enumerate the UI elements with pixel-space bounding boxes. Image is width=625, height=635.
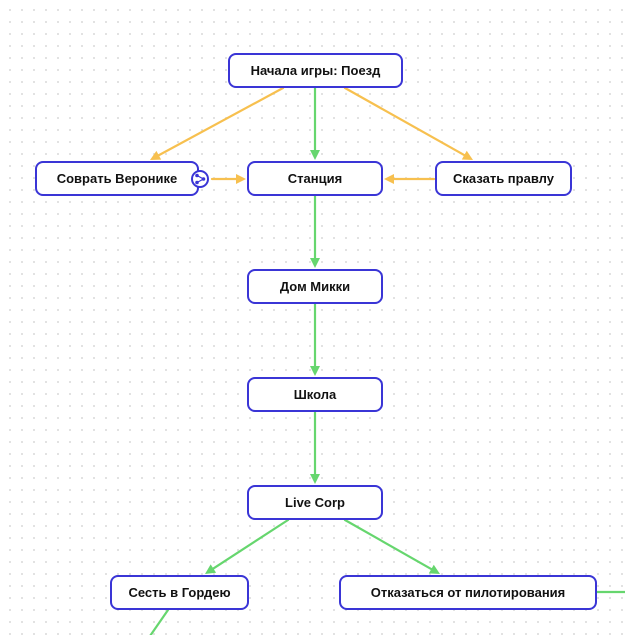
edge-school-to-livecorp[interactable] (310, 410, 320, 484)
edge-livecorp-to-refuse[interactable] (343, 518, 440, 574)
edge-line (154, 86, 285, 159)
node-gordeya[interactable]: Сесть в Гордею (110, 575, 249, 610)
node-label: Сказать правлу (453, 171, 554, 186)
edge-start-to-station[interactable] (310, 86, 320, 160)
edge-truth-to-station[interactable] (384, 174, 436, 184)
node-station[interactable]: Станция (247, 161, 383, 196)
branch-icon[interactable] (191, 169, 209, 188)
edge-arrowhead (310, 258, 320, 268)
edge-start-to-truth[interactable] (343, 86, 473, 160)
edge-arrowhead (310, 474, 320, 484)
edge-gordeya-to-offscreen[interactable] (149, 608, 170, 635)
node-label: Отказаться от пилотирования (370, 585, 566, 600)
edge-arrowhead (310, 150, 320, 160)
node-label: Соврать Веронике (56, 171, 178, 186)
edge-line (208, 518, 290, 572)
node-start[interactable]: Начала игры: Поезд (228, 53, 403, 88)
node-label: Начала игры: Поезд (250, 63, 381, 78)
node-refuse[interactable]: Отказаться от пилотирования (339, 575, 597, 610)
node-school[interactable]: Школа (247, 377, 383, 412)
node-truth[interactable]: Сказать правлу (435, 161, 572, 196)
node-label: Сесть в Гордею (128, 585, 231, 600)
edge-veronika-to-station[interactable] (210, 174, 246, 184)
node-mickey[interactable]: Дом Микки (247, 269, 383, 304)
node-veronika[interactable]: Соврать Веронике (35, 161, 209, 196)
edge-arrowhead (150, 150, 162, 160)
edge-livecorp-to-gordeya[interactable] (205, 518, 290, 574)
node-label: Станция (287, 171, 343, 186)
edge-line (343, 86, 469, 159)
node-label: Школа (293, 387, 337, 402)
edge-arrowhead (461, 150, 473, 160)
node-label: Дом Микки (279, 279, 351, 294)
edge-arrowhead (310, 366, 320, 376)
edge-arrowhead (236, 174, 246, 184)
edge-line (343, 518, 436, 573)
edge-arrowhead (384, 174, 394, 184)
edge-station-to-mickey[interactable] (310, 194, 320, 268)
edge-mickey-to-school[interactable] (310, 302, 320, 376)
edge-arrowhead (205, 564, 217, 574)
edge-line (149, 608, 170, 635)
node-livecorp[interactable]: Live Corp (247, 485, 383, 520)
edge-start-to-veronika[interactable] (150, 86, 285, 160)
edge-arrowhead (428, 564, 440, 574)
node-label: Live Corp (285, 495, 345, 510)
